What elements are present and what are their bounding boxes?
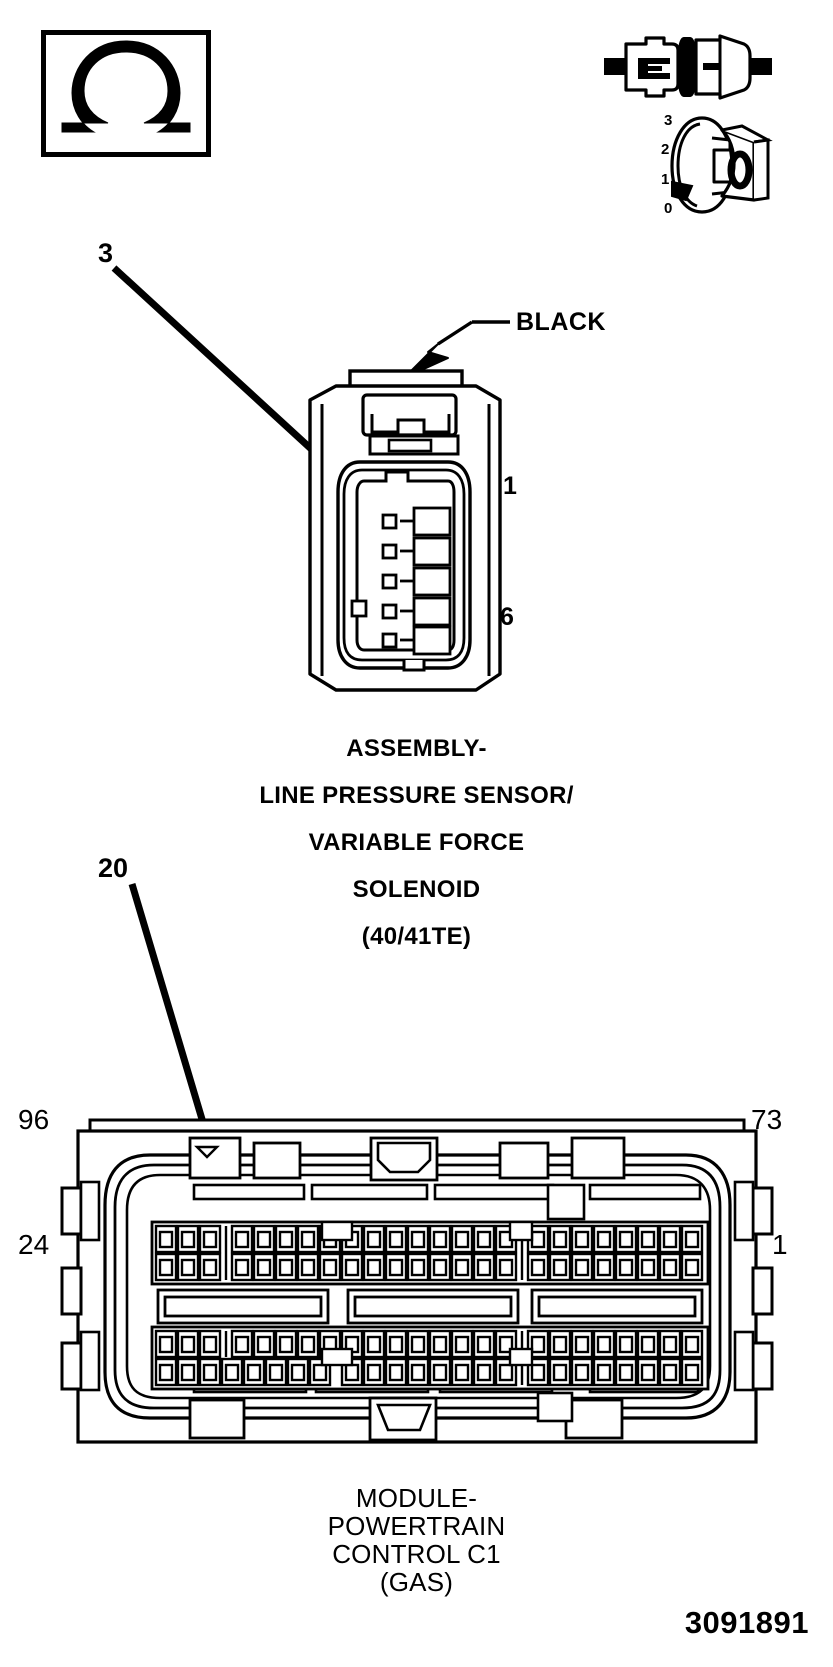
sensor-caption-line-3: VARIABLE FORCE	[308, 829, 525, 856]
callout-number-sensor: 3	[98, 238, 114, 268]
module-caption-line-4: (GAS)	[379, 1567, 454, 1598]
module-pin-number-1: 1	[772, 1229, 788, 1260]
sensor-pin-number-bottom: 6	[500, 603, 514, 631]
figure-part-number: 3091891	[684, 1605, 809, 1640]
connector-color-label: BLACK	[516, 308, 606, 336]
dial-digit-0: 0	[664, 200, 673, 217]
dial-digit-1: 1	[661, 171, 670, 188]
callout-number-module: 20	[98, 853, 129, 883]
dial-digit-3: 3	[664, 112, 673, 129]
sensor-caption: ASSEMBLY- LINE PRESSURE SENSOR/ VARIABLE…	[0, 735, 833, 951]
sensor-caption-line-1: ASSEMBLY-	[346, 735, 487, 762]
module-pin-grid-upper	[154, 1220, 704, 1282]
connector-keying-dial-icon	[670, 116, 773, 214]
module-pin-grid-lower	[154, 1329, 704, 1387]
module-center-slots	[156, 1288, 704, 1325]
sensor-pin-number-top: 1	[503, 472, 517, 500]
module-pin-number-73: 73	[751, 1104, 783, 1135]
sensor-caption-line-4: SOLENOID	[352, 876, 481, 903]
module-caption-line-3: CONTROL C1	[332, 1539, 501, 1570]
connector-profile-icon	[604, 34, 772, 100]
module-pin-number-96: 96	[18, 1104, 50, 1135]
line-pressure-sensor-connector	[308, 369, 502, 692]
ohm-symbol	[61, 40, 191, 133]
sensor-terminal-cavities	[381, 506, 452, 656]
sensor-caption-line-2: LINE PRESSURE SENSOR/	[259, 782, 574, 809]
ohm-legend-box	[41, 30, 211, 157]
module-caption-line-2: POWERTRAIN	[327, 1511, 506, 1542]
module-caption-line-1: MODULE-	[355, 1483, 478, 1513]
dial-digit-2: 2	[661, 141, 670, 158]
module-caption: MODULE- POWERTRAIN CONTROL C1 (GAS)	[0, 1484, 833, 1596]
sensor-caption-line-5: (40/41TE)	[361, 923, 472, 950]
module-pin-number-24: 24	[18, 1229, 50, 1260]
